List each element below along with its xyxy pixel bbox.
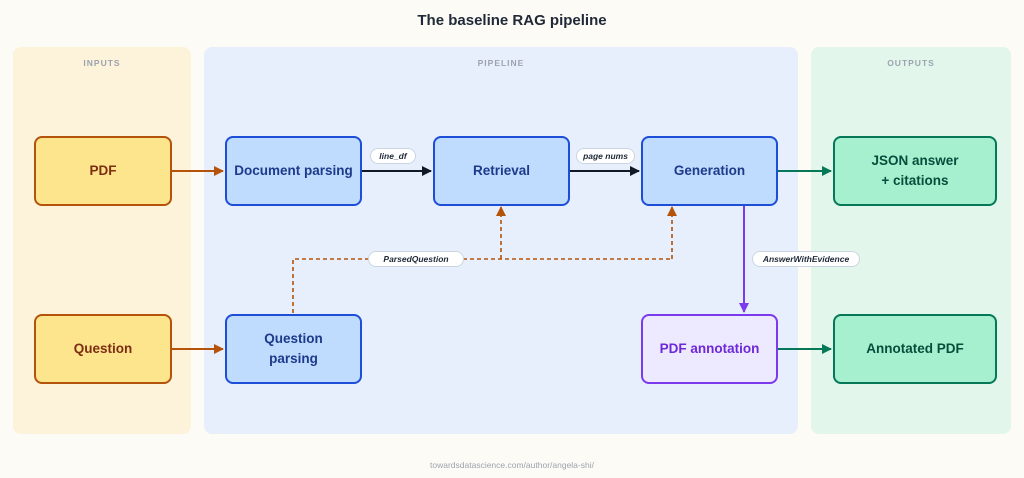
node-retrieval: Retrieval [433, 136, 570, 206]
node-pdf: PDF [34, 136, 172, 206]
diagram-title: The baseline RAG pipeline [417, 12, 607, 29]
lane-outputs-label: OUTPUTS [887, 58, 935, 68]
edge-label-answer-with-evidence: AnswerWithEvidence [752, 251, 860, 267]
lane-pipeline-label: PIPELINE [477, 58, 525, 68]
lane-inputs-label: INPUTS [83, 58, 121, 68]
node-generation: Generation [641, 136, 778, 206]
edge-label-page-nums: page nums [576, 148, 635, 164]
node-json-answer: JSON answer + citations [833, 136, 997, 206]
edge-question-parsing-dashed [292, 258, 672, 313]
node-annotated-pdf: Annotated PDF [833, 314, 997, 384]
node-document-parsing: Document parsing [225, 136, 362, 206]
edge-label-parsed-question: ParsedQuestion [368, 251, 464, 267]
edge-label-line-df: line_df [370, 148, 416, 164]
node-question: Question [34, 314, 172, 384]
node-pdf-annotation: PDF annotation [641, 314, 778, 384]
footer-credit: towardsdatascience.com/author/angela-shi… [430, 460, 594, 470]
node-question-parsing: Question parsing [225, 314, 362, 384]
